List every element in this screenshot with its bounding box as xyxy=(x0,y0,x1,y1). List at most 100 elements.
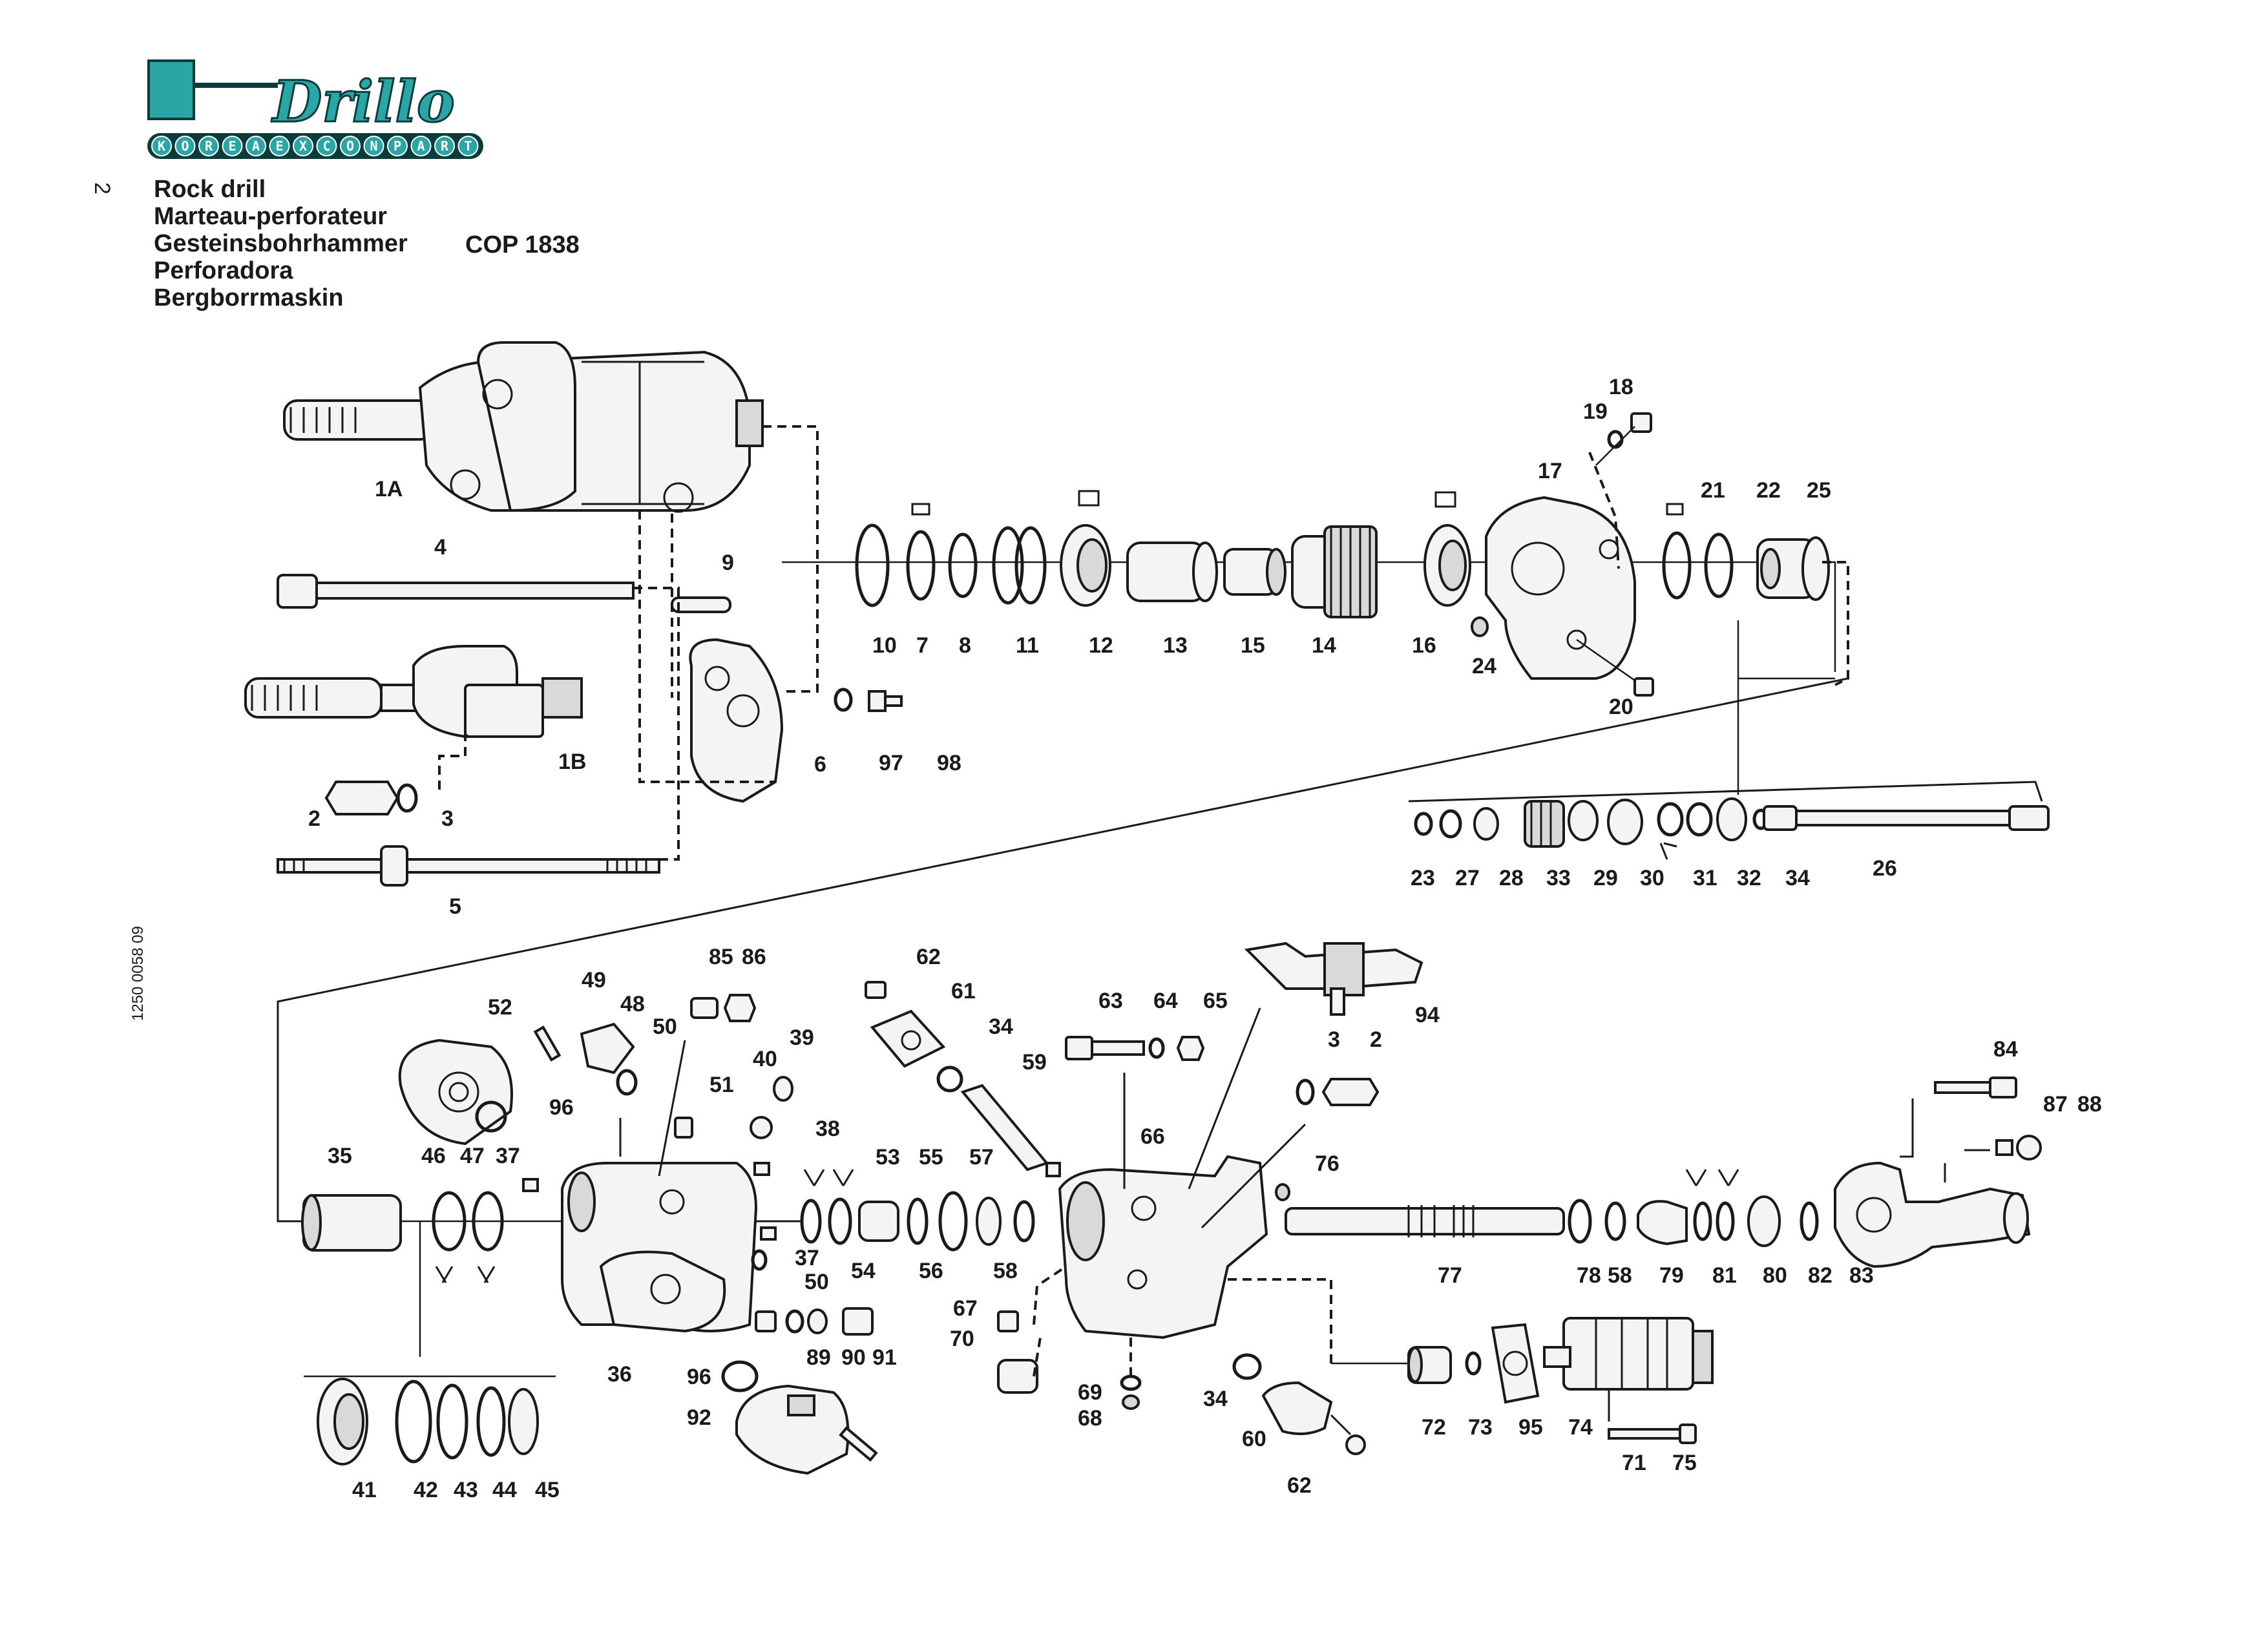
part-callout-97: 97 xyxy=(879,751,903,775)
part-callout-73: 73 xyxy=(1468,1415,1493,1440)
part-callout-30: 30 xyxy=(1640,866,1664,890)
sleeve-15 xyxy=(1223,548,1286,596)
logo-track-roller xyxy=(269,136,290,156)
seal-pair-icons xyxy=(803,1169,854,1186)
part-callout-36: 36 xyxy=(607,1362,632,1387)
fitting-39 xyxy=(773,1076,793,1102)
bearing-16 xyxy=(1423,491,1471,607)
part-callout-54: 54 xyxy=(851,1259,876,1283)
part-callout-4: 4 xyxy=(434,535,446,560)
ring-8 xyxy=(948,532,978,598)
part-callout-65: 65 xyxy=(1203,989,1228,1013)
part-callout-17: 17 xyxy=(1538,459,1562,483)
part-callout-43: 43 xyxy=(454,1478,478,1502)
group-bracket xyxy=(304,1221,556,1378)
part-callout-20: 20 xyxy=(1609,695,1633,719)
shaft-77 xyxy=(1285,1205,1565,1237)
ring-10 xyxy=(855,523,890,607)
part-callout-37: 37 xyxy=(795,1246,819,1270)
part-callout-9: 9 xyxy=(722,551,734,575)
part-callout-79: 79 xyxy=(1659,1263,1684,1288)
part-callout-87: 87 xyxy=(2043,1092,2068,1117)
front-head-83 xyxy=(1834,1161,2031,1268)
screw-49 xyxy=(533,1025,562,1062)
part-callout-68: 68 xyxy=(1078,1406,1102,1431)
part-callout-6: 6 xyxy=(814,752,826,777)
title-english: Rock drill xyxy=(154,176,266,203)
part-callout-19: 19 xyxy=(1583,399,1608,424)
link-line xyxy=(1588,452,1620,569)
part-callout-66: 66 xyxy=(1140,1124,1165,1149)
fitting-87-88 xyxy=(1944,1135,2042,1182)
part-callout-42: 42 xyxy=(414,1478,438,1502)
plug-67 xyxy=(997,1310,1019,1332)
nut-2-top xyxy=(324,781,399,815)
part-callout-56: 56 xyxy=(919,1259,943,1283)
part-callout-41: 41 xyxy=(352,1478,377,1502)
part-callout-26: 26 xyxy=(1873,856,1897,881)
logo-track-letter: A xyxy=(252,138,260,154)
part-callout-85: 85 xyxy=(709,945,733,969)
part-callout-50: 50 xyxy=(653,1014,677,1039)
part-callout-22: 22 xyxy=(1756,478,1781,503)
ring-stack-53-58 xyxy=(800,1191,1035,1252)
flange-95 xyxy=(1491,1323,1540,1404)
part-callout-34: 34 xyxy=(1785,866,1810,890)
cover-92 xyxy=(735,1384,878,1475)
part-callout-7: 7 xyxy=(916,633,929,658)
part-callout-35: 35 xyxy=(328,1144,352,1168)
part-callout-78: 78 xyxy=(1577,1263,1601,1288)
drill-assembly-1a xyxy=(283,341,764,513)
part-callout-57: 57 xyxy=(969,1145,994,1170)
part-callout-47: 47 xyxy=(460,1144,485,1168)
part-callout-80: 80 xyxy=(1763,1263,1787,1288)
part-callout-23: 23 xyxy=(1411,866,1435,890)
part-callout-2: 2 xyxy=(308,806,320,831)
part-callout-15: 15 xyxy=(1241,633,1265,658)
tie-bolt-5 xyxy=(277,845,660,887)
part-callout-81: 81 xyxy=(1712,1263,1737,1288)
housing-66 xyxy=(1045,1155,1268,1339)
part-callout-55: 55 xyxy=(919,1145,943,1170)
part-callout-95: 95 xyxy=(1518,1415,1543,1440)
part-callout-98: 98 xyxy=(937,751,961,775)
title-spanish: Perforadora xyxy=(154,257,293,284)
leader xyxy=(1900,1098,1914,1158)
part-callout-1b: 1B xyxy=(558,750,586,774)
part-callout-64: 64 xyxy=(1153,989,1178,1013)
part-callout-48: 48 xyxy=(620,992,645,1016)
bushing-13 xyxy=(1126,541,1218,602)
link-line xyxy=(438,717,467,795)
part-callout-90: 90 xyxy=(841,1345,866,1370)
logo-track-letter: E xyxy=(275,138,283,154)
nut-38 xyxy=(753,1162,770,1176)
part-callout-29: 29 xyxy=(1593,866,1618,890)
screw-18 xyxy=(1595,412,1652,466)
part-callout-84: 84 xyxy=(1993,1037,2018,1062)
drill-assembly-1b xyxy=(244,645,583,738)
part-callout-34: 34 xyxy=(989,1014,1013,1039)
screw-20 xyxy=(1576,638,1654,697)
part-callout-25: 25 xyxy=(1807,478,1831,503)
part-callout-60: 60 xyxy=(1242,1427,1266,1451)
link-line xyxy=(638,510,775,783)
part-callout-51: 51 xyxy=(709,1073,734,1097)
logo-track-roller xyxy=(434,136,455,156)
part-callout-75: 75 xyxy=(1672,1451,1697,1475)
bolt-63-65 xyxy=(1065,1036,1205,1061)
bolt-71-75 xyxy=(1608,1423,1697,1444)
cylinder-36 xyxy=(561,1162,758,1333)
part-callout-28: 28 xyxy=(1499,866,1524,890)
part-callout-16: 16 xyxy=(1412,633,1436,658)
bearing-12 xyxy=(1060,490,1111,607)
part-callout-8: 8 xyxy=(959,633,971,658)
logo-track-letter: E xyxy=(228,138,236,154)
motor-74 xyxy=(1543,1317,1714,1391)
part-callout-39: 39 xyxy=(790,1025,814,1050)
part-callout-96: 96 xyxy=(687,1365,711,1389)
part-callout-77: 77 xyxy=(1438,1263,1462,1288)
part-callout-74: 74 xyxy=(1568,1415,1593,1440)
part-callout-32: 32 xyxy=(1737,866,1761,890)
